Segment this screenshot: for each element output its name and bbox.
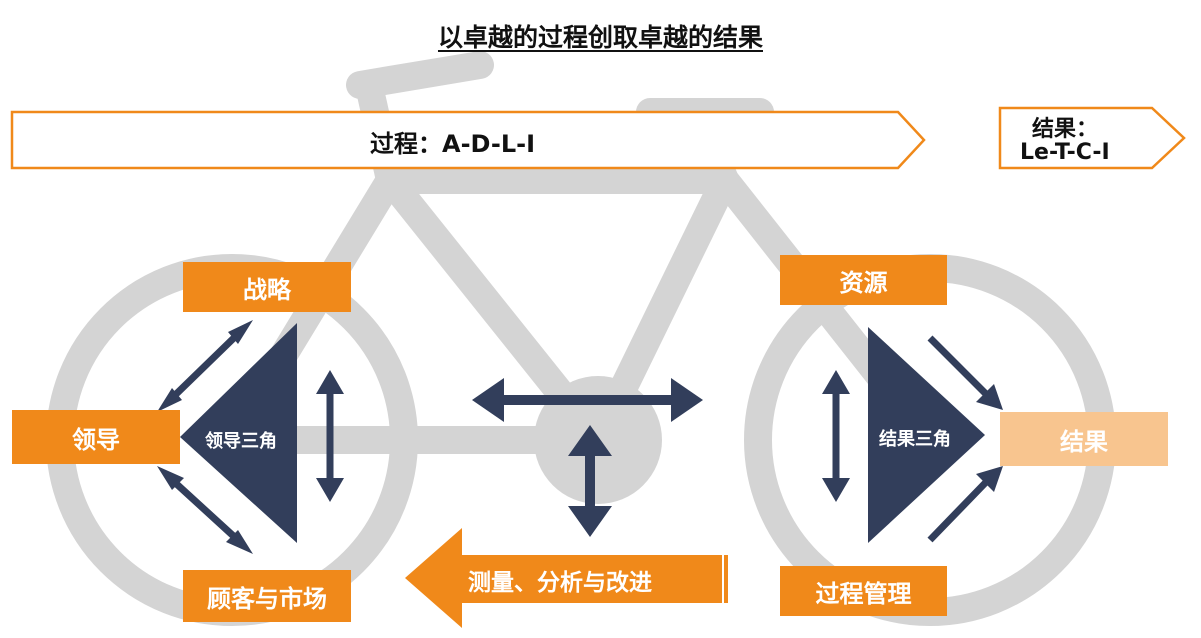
arrowhead xyxy=(976,466,1003,492)
result-arrow-label-line1: 结果： xyxy=(1032,117,1099,142)
arrowhead xyxy=(822,478,850,502)
saddle xyxy=(346,51,494,99)
page-title: 以卓越的过程创取卓越的结果 xyxy=(0,18,1201,54)
arrowhead xyxy=(472,378,504,422)
results-triangle-shape xyxy=(868,327,985,543)
customers-box: 顾客与市场 xyxy=(183,570,351,622)
result-arrow-label-line2: Le-T-C-I xyxy=(1020,140,1110,165)
arrowhead xyxy=(316,478,344,502)
arrowhead xyxy=(226,530,253,554)
results-triangle-label: 结果三角 xyxy=(879,429,951,450)
leadership-triangle-label: 领导三角 xyxy=(205,431,277,452)
arrowhead xyxy=(822,370,850,394)
results-box: 结果 xyxy=(1000,412,1168,466)
resources-box: 资源 xyxy=(780,255,947,305)
process-arrow-shape xyxy=(10,110,926,170)
leadership-box: 领导 xyxy=(12,410,180,464)
measure-arrow-label: 测量、分析与改进 xyxy=(468,570,652,596)
arrowhead xyxy=(157,388,182,412)
arrowhead xyxy=(976,384,1003,410)
arrowhead xyxy=(228,320,253,344)
process-arrow-label: 过程：A-D-L-I xyxy=(370,130,536,158)
measure-arrow-shape xyxy=(405,528,730,628)
arrowhead xyxy=(316,370,344,394)
page-title-text: 以卓越的过程创取卓越的结果 xyxy=(437,23,763,52)
leadership-triangle-shape xyxy=(180,323,297,543)
strategy-box: 战略 xyxy=(183,262,351,312)
arrowhead xyxy=(671,378,703,422)
navy-arrows xyxy=(157,320,1003,554)
arrowhead xyxy=(568,425,612,456)
result-arrow-shape xyxy=(998,106,1186,170)
arrowhead xyxy=(568,506,612,537)
arrowhead xyxy=(157,466,184,490)
process-mgmt-box: 过程管理 xyxy=(780,566,947,616)
